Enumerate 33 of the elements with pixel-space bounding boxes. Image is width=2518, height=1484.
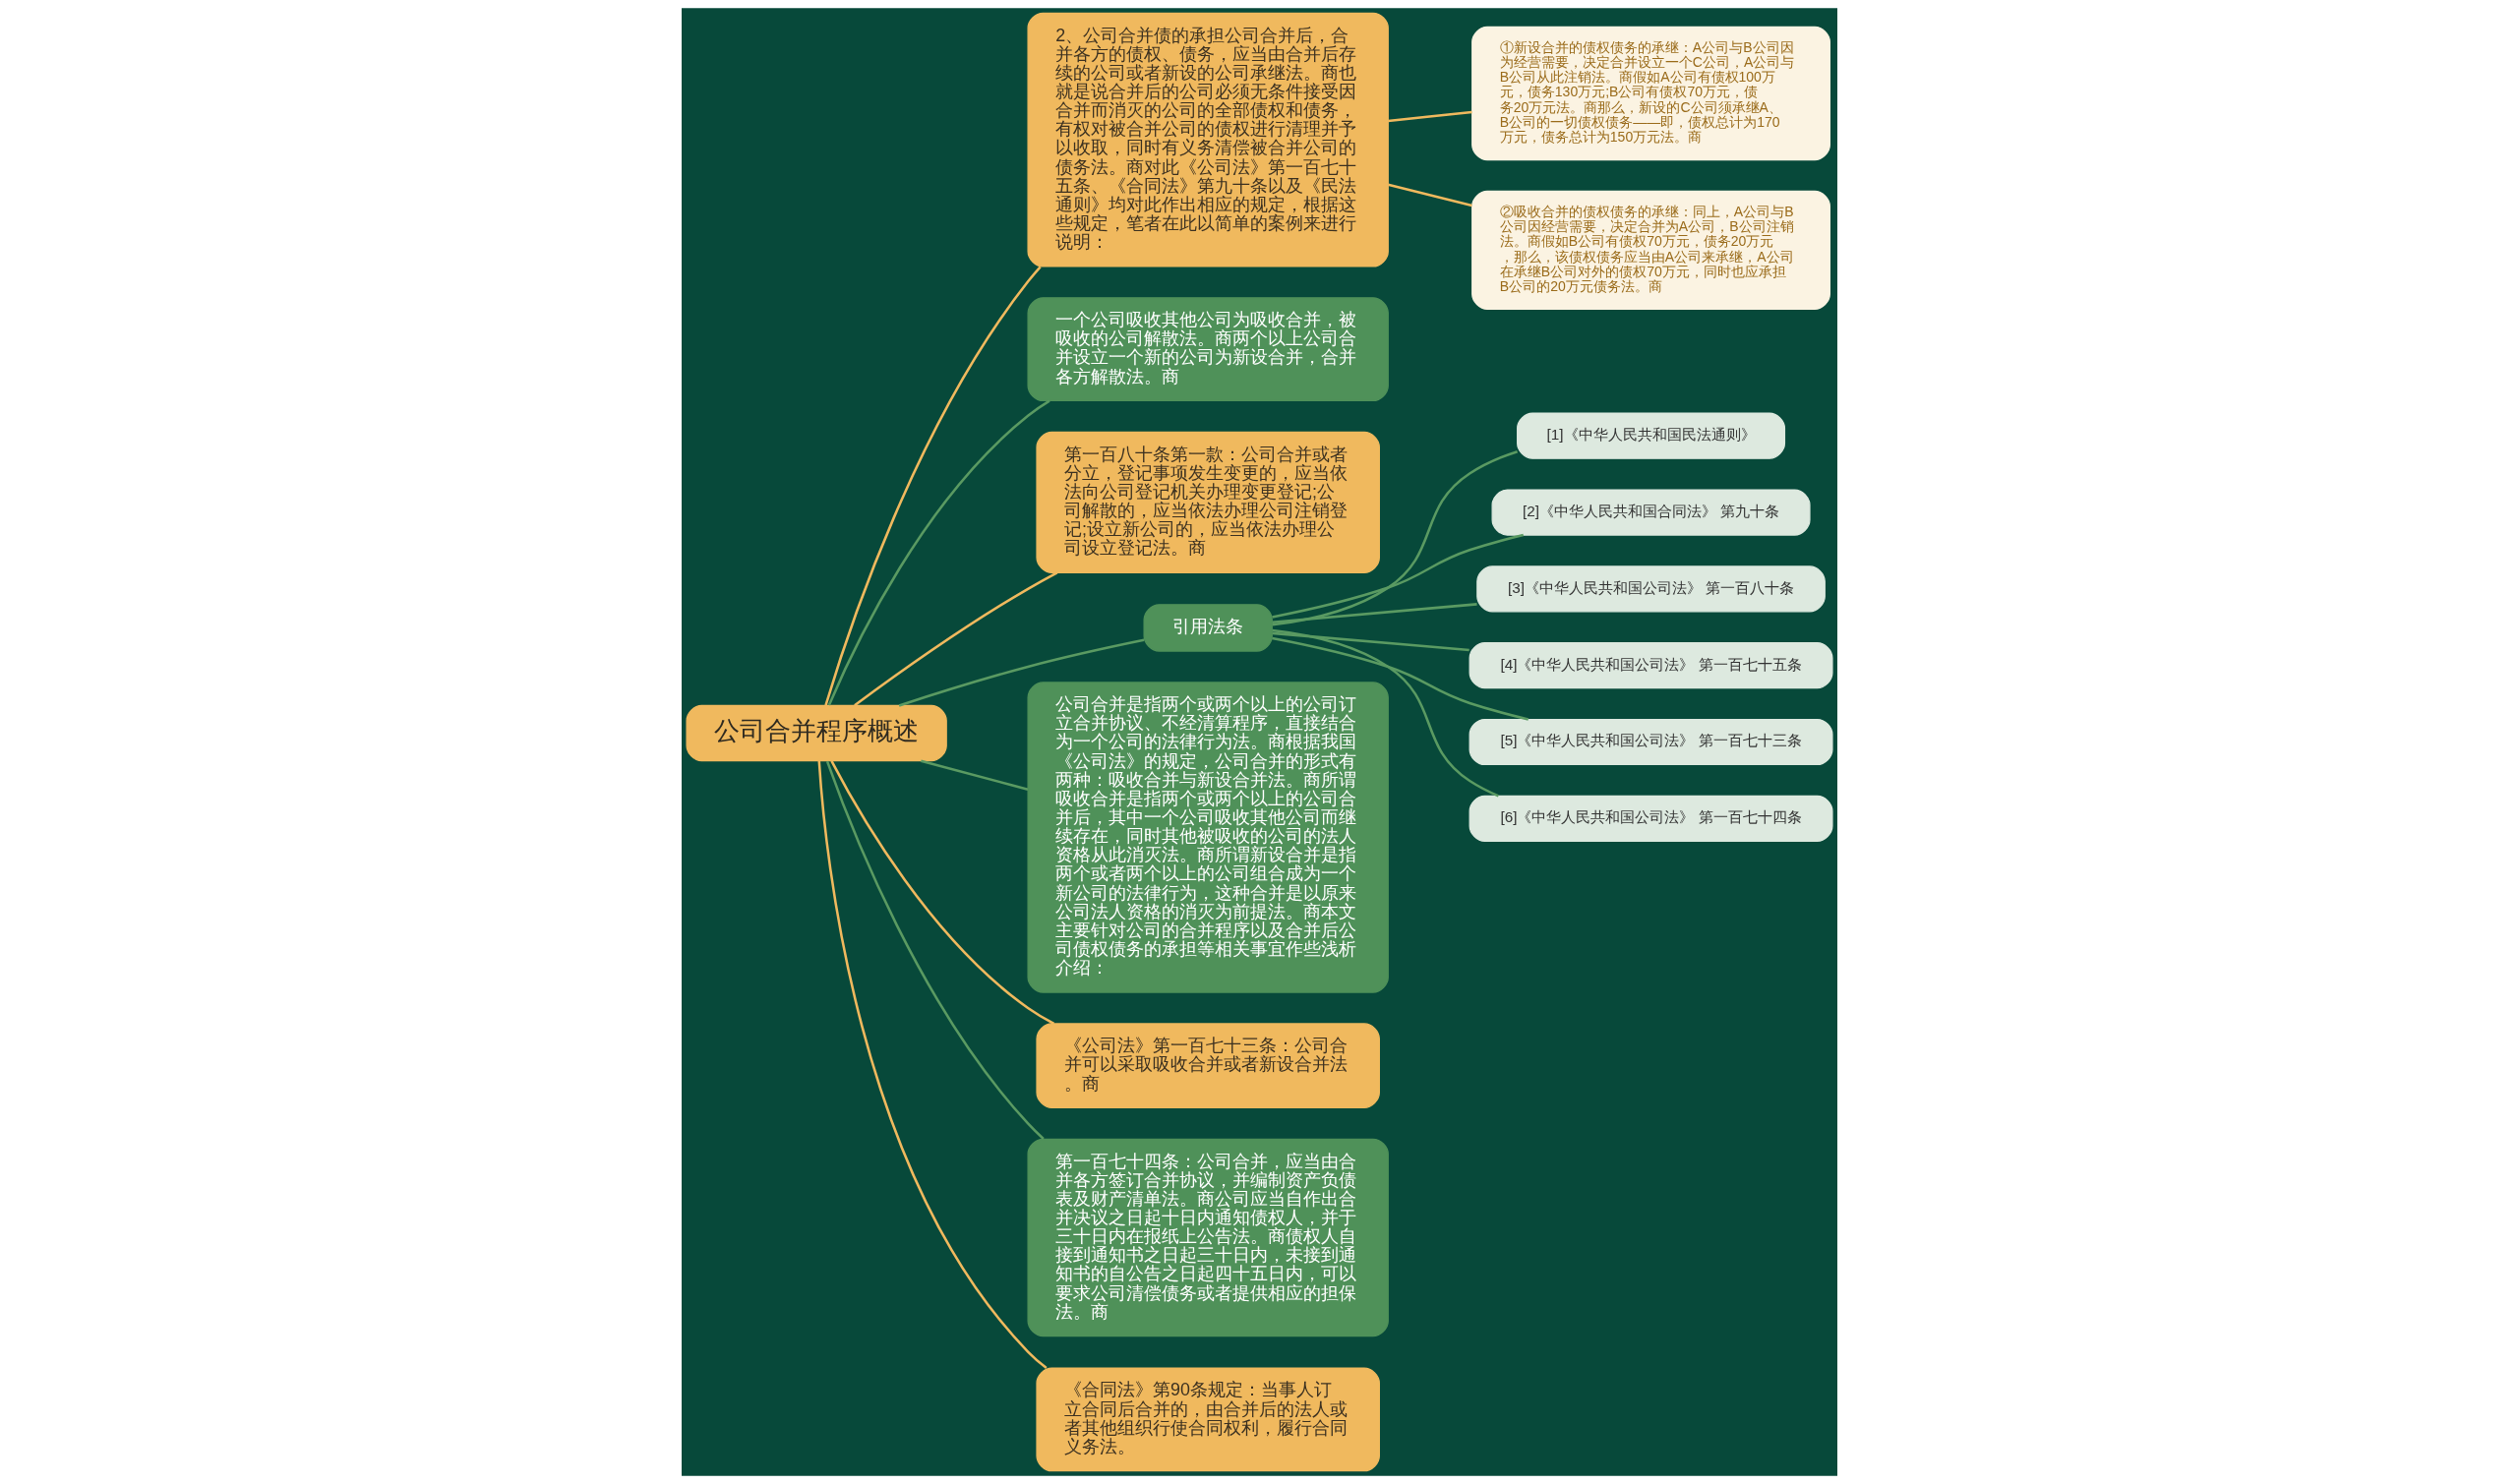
connector (829, 760, 1054, 1025)
node-box: 《合同法》第90条规定：当事人订立合同后合并的，由合并后的法人或者其他组织行使合同权利，履行合同义务法。 (1035, 1367, 1380, 1472)
connector (817, 760, 1048, 1369)
node-box: [6]《中华人民共和国公司法》 第一百七十四条 (1469, 795, 1833, 842)
connector (1387, 183, 1472, 208)
node-box: 引用法条 (1143, 604, 1273, 652)
node-box: [2]《中华人民共和国合同法》 第九十条 (1491, 489, 1811, 536)
connector (1271, 533, 1524, 619)
connector (823, 266, 1042, 706)
node-box: [4]《中华人民共和国公司法》 第一百七十五条 (1469, 642, 1833, 689)
connector (827, 399, 1050, 706)
connector (825, 760, 1045, 1140)
connector (1271, 636, 1529, 721)
connector (1271, 628, 1499, 798)
node-box: 2、公司合并债的承担公司合并后，合并各方的债权、债务，应当由合并后存续的公司或者新设的公司承继法。商也就是说合并后的公司必须无条件接受因合并而消灭的公司的全部债权和债务，有权对被合并公司的债权进行清理并予以收取，同时有义务清偿被合并公司的债务法。商对此《公司法》第一百七十五条、《合同法》第九十条以及《民法通则》均对此作出相应的规定，根据这些规定，笔者在此以简单的案例来进行说明： (1026, 12, 1389, 267)
node-box: ①新设合并的债权债务的承继：A公司与B公司因为经营需要，决定合并设立一个C公司，A公司与B公司从此注销法。商假如A公司有债权100万元，债务130万元;B公司有债权70万元，债务20万元法。商那么，新设的C公司须承继A、B公司的一切债权债务——即，债权总计为170万元，债务总计为150万元法。商 (1470, 26, 1830, 161)
connector (1387, 110, 1472, 123)
connector (853, 571, 1057, 707)
connector (898, 638, 1144, 707)
connector (920, 759, 1028, 791)
node-box: 第一百七十四条：公司合并，应当由合并各方签订合并协议，并编制资产负债表及财产清单法。商公司应当自作出合并决议之日起十日内通知债权人，并于三十日内在报纸上公告法。商债权人自接到通知书之日起三十日内，未接到通知书的自公告之日起四十五日内，可以要求公司清偿债务或者提供相应的担保法。商 (1026, 1138, 1389, 1337)
connector (1272, 603, 1477, 623)
node-box: 《公司法》第一百七十三条：公司合并可以采取吸收合并或者新设合并法。商 (1035, 1023, 1380, 1109)
node-box: 公司合并程序概述 (685, 704, 947, 762)
node-box: [3]《中华人民共和国公司法》 第一百八十条 (1475, 565, 1826, 613)
node-box: [1]《中华人民共和国民法通则》 (1516, 412, 1785, 459)
node-box: [5]《中华人民共和国公司法》 第一百七十三条 (1469, 718, 1833, 766)
node-box: 公司合并是指两个或两个以上的公司订立合并协议、不经清算程序，直接结合为一个公司的法律行为法。商根据我国《公司法》的规定，公司合并的形式有两种：吸收合并与新设合并法。商所谓吸收合并是指两个或两个以上的公司合并后，其中一个公司吸收其他公司而继续存在，同时其他被吸收的公司的法人资格从此消灭法。商所谓新设合并是指两个或者两个以上的公司组合成为一个新公司的法律行为，这种合并是以原来公司法人资格的消灭为前提法。商本文主要针对公司的合并程序以及合并后公司债权债务的承担等相关事宜作些浅析介绍： (1026, 682, 1389, 993)
node-box: ②吸收合并的债权债务的承继：同上，A公司与B公司因经营需要，决定合并为A公司，B公司注销法。商假如B公司有债权70万元，债务20万元，那么，该债权债务应当由A公司来承继，A公司在承继B公司对外的债权70万元，同时也应承担B公司的20万元债务法。商 (1470, 190, 1830, 310)
connector (1271, 449, 1518, 626)
node-box: 一个公司吸收其他公司为吸收合并，被吸收的公司解散法。商两个以上公司合并设立一个新的公司为新设合并，合并各方解散法。商 (1026, 297, 1389, 402)
node-box: 第一百八十条第一款：公司合并或者分立，登记事项发生变更的，应当依法向公司登记机关办理变更登记;公司解散的，应当依法办理公司注销登记;设立新公司的，应当依法办理公司设立登记法。商 (1035, 431, 1380, 573)
connector (1272, 631, 1469, 652)
